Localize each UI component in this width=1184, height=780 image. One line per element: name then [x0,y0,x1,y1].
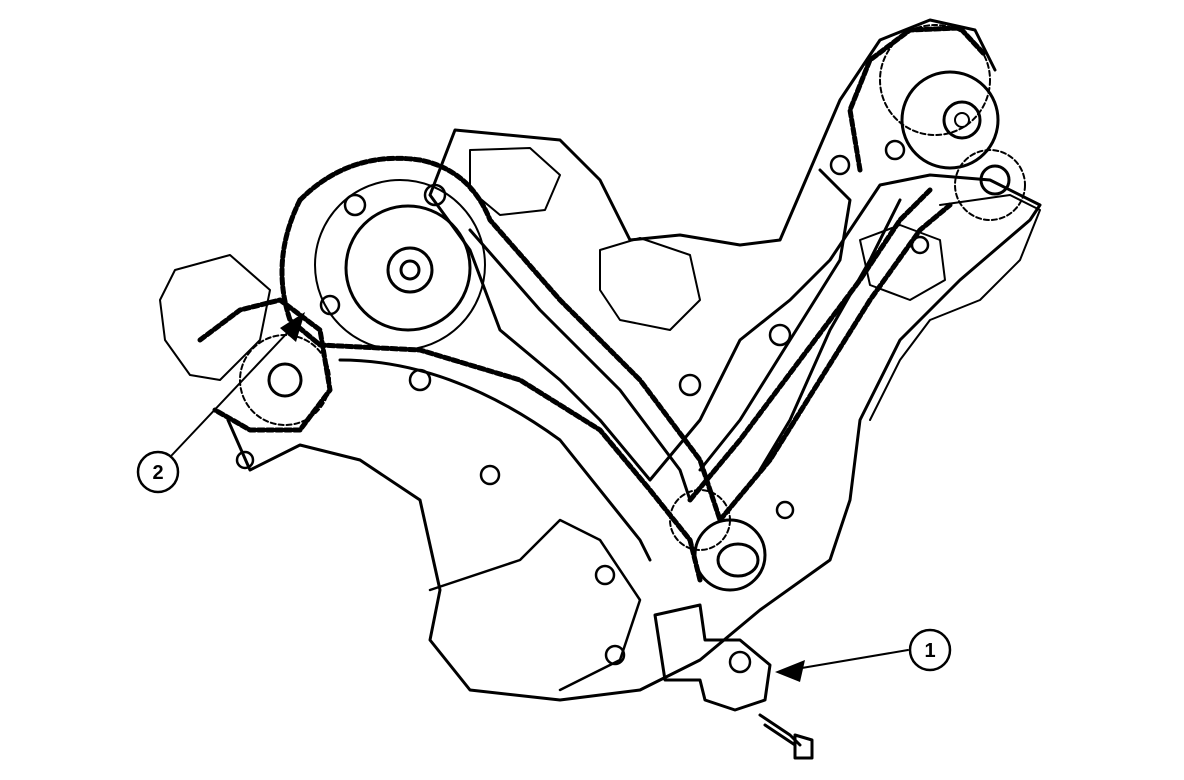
chain-guides [338,168,902,562]
left-cam-sprocket [314,179,486,351]
timing-chains [197,25,988,583]
callout-1-circle [908,628,952,672]
callout-1: 1 [775,628,952,682]
callout-1-label: 1 [924,640,935,662]
right-cam-sprocket [879,24,1000,170]
callout-1-arrowhead [775,660,805,682]
right-idler-sprocket [954,149,1026,221]
callout-2-arrowhead [280,312,305,342]
callout-2: 2 [136,312,305,494]
chain-tensioner [653,603,814,760]
bolts [235,139,930,666]
callout-2-circle [136,450,180,494]
callout-2-label: 2 [152,462,163,484]
engine-block-outline [159,18,1042,702]
